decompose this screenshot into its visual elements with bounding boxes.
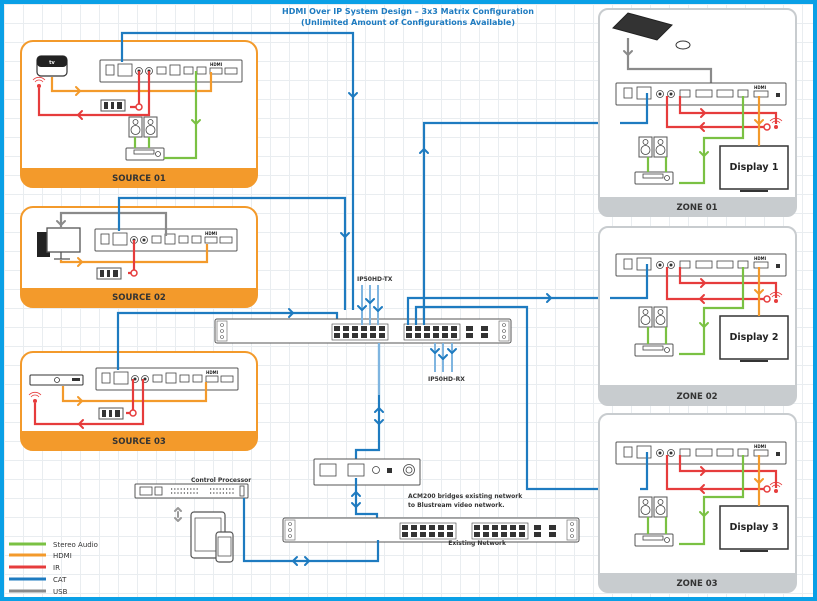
apple-tv-icon: tv [36,55,68,77]
rx-label: IP50HD-RX [428,376,465,383]
amplifier-icon [125,147,165,161]
source-03-label: SOURCE 03 [112,437,166,447]
svg-text:CAT: CAT [53,576,67,584]
existing-network-label: Existing Network [448,540,507,547]
ip50hd-tx-03 [95,367,239,391]
source-02-panel: SOURCE 02 [20,196,350,310]
ip50hd-rx-01 [615,82,787,106]
zone-02-label: ZONE 02 [676,392,717,402]
legend-item-usb: USB [9,588,68,596]
zone-01-panel: ZONE 01 Display 1 [598,8,797,217]
computer-icon [37,227,81,260]
tx-uplinks [357,285,383,325]
display-1: Display 1 [719,145,789,192]
phone-icon [215,531,234,563]
zone-03-label: ZONE 03 [676,579,717,589]
svg-text:Stereo Audio: Stereo Audio [53,541,98,549]
ir-blaster-icon [96,267,122,280]
source-03-panel: SOURCE 03 [20,308,339,451]
acm200-device [313,458,421,486]
legend: Stereo Audio HDMI IR CAT USB [9,541,98,596]
control-processor-device [134,483,249,499]
existing-network-switch [282,517,580,543]
svg-text:HDMI: HDMI [53,552,72,560]
control-processor-label: Control Processor [191,477,251,484]
amplifier-icon [634,343,674,357]
legend-item-stereo-audio: Stereo Audio [9,541,98,549]
ip50hd-rx-02 [615,253,787,277]
legend-item-cat: CAT [9,576,67,584]
amplifier-icon [634,171,674,185]
ip50hd-tx-01 [99,59,243,83]
amplifier-icon [634,533,674,547]
ir-blaster-icon [98,407,124,420]
zone-01-label: ZONE 01 [676,203,717,213]
display-1-label: Display 1 [729,162,778,173]
display-2-label: Display 2 [729,332,778,343]
keyboard-icon [612,12,691,50]
diagram-title: HDMI Over IP System Design – 3x3 Matrix … [282,7,534,16]
legend-item-ir: IR [9,564,60,572]
rx-downlinks [430,343,457,372]
display-3: Display 3 [719,505,789,552]
set-top-box-icon [29,374,84,386]
zone-03-panel: ZONE 03 Display 3 [598,413,797,593]
ir-blaster-icon [100,99,126,112]
svg-text:IR: IR [53,564,60,572]
acm-note-line2: to Blustream video network. [408,502,504,509]
svg-text:USB: USB [53,588,68,596]
svg-text:tv: tv [49,60,55,66]
legend-item-hdmi: HDMI [9,552,72,560]
wireless-icon [174,507,182,522]
display-3-label: Display 3 [729,522,778,533]
ip50hd-rx-03 [615,441,787,465]
diagram-subtitle: (Unlimited Amount of Configurations Avai… [301,18,515,27]
zone-02-panel: ZONE 02 Display 2 [598,226,797,406]
tx-label: IP50HD-TX [357,276,393,283]
display-2: Display 2 [719,315,789,362]
source-01-panel: SOURCE 01 tv [20,31,358,310]
source-01-label: SOURCE 01 [112,174,166,184]
source-02-label: SOURCE 02 [112,293,166,303]
acm-note-line1: ACM200 bridges existing network [408,493,523,500]
